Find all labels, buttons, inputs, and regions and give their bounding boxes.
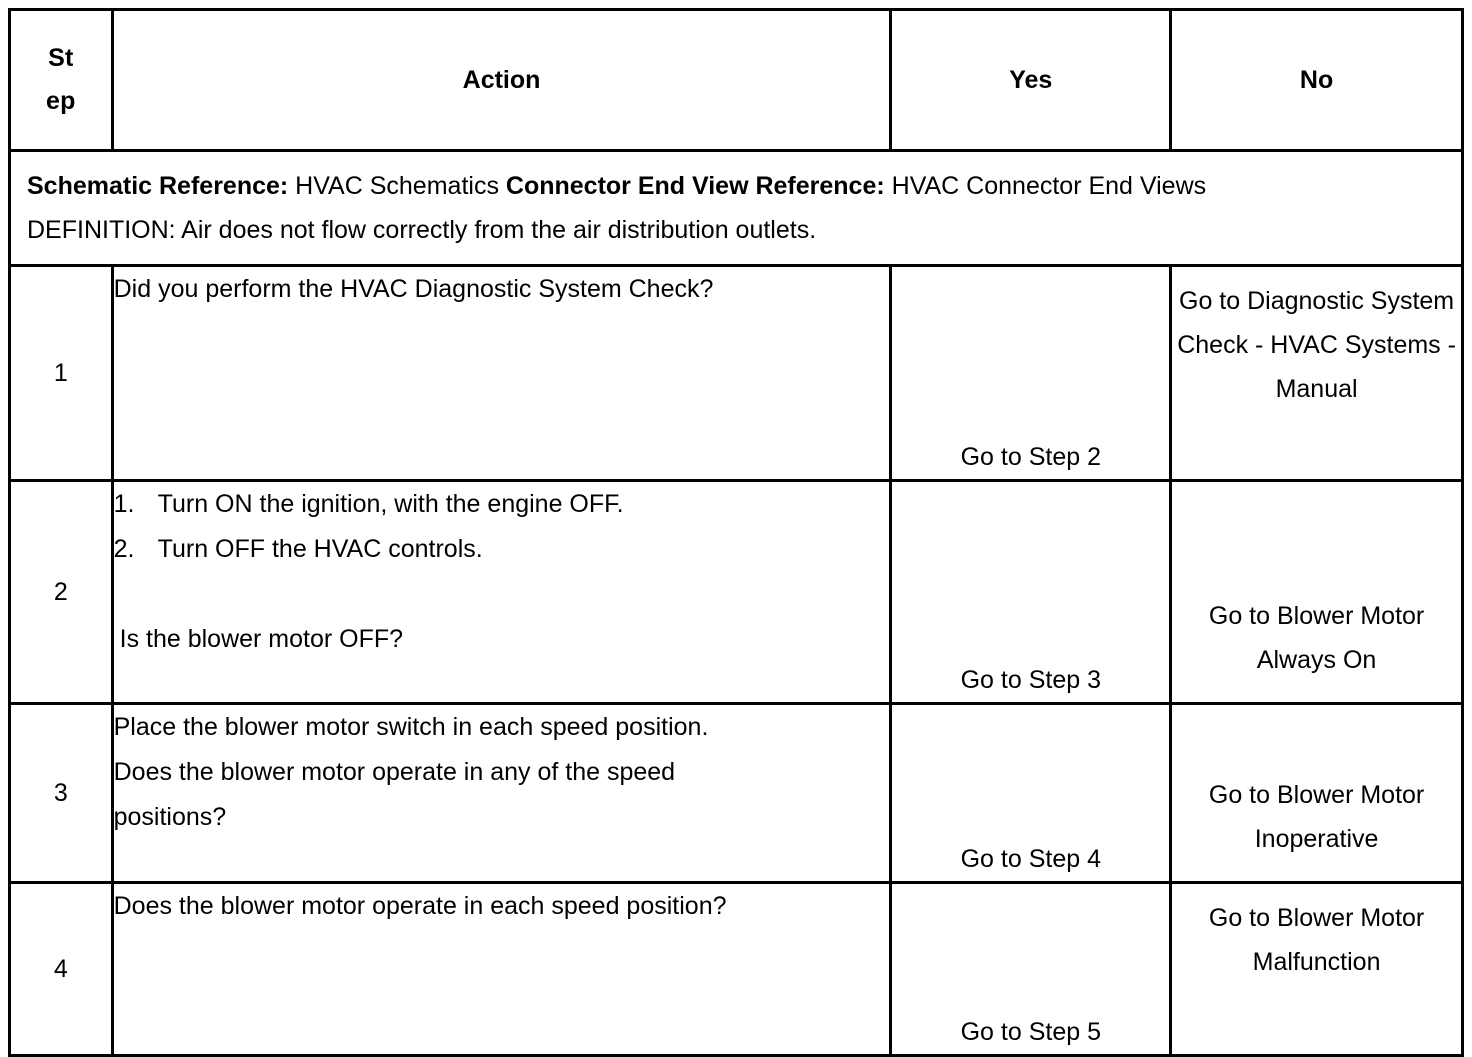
- yes-cell-3: Go to Step 4: [889, 702, 1173, 884]
- definition-line: DEFINITION: Air does not flow correctly …: [27, 216, 817, 244]
- action-blank-line: [114, 572, 890, 617]
- yes-cell-1: Go to Step 2: [889, 264, 1173, 482]
- schematic-reference-label: Schematic Reference:: [27, 172, 289, 200]
- column-header-step-line2: ep: [46, 87, 76, 115]
- yes-cell-2: Go to Step 3: [889, 479, 1173, 705]
- connector-end-view-reference-label: Connector End View Reference:: [505, 172, 885, 200]
- reference-definition-row: Schematic Reference: HVAC Schematics Con…: [8, 149, 1464, 267]
- table-row: 1 Did you perform the HVAC Diagnostic Sy…: [8, 264, 1464, 482]
- action-cell-3: Place the blower motor switch in each sp…: [110, 702, 893, 884]
- connector-end-view-reference-value: HVAC Connector End Views: [884, 172, 1207, 200]
- table-row: 2 1. Turn ON the ignition, with the engin…: [8, 479, 1464, 705]
- action-line: Does the blower motor operate in any of …: [113, 758, 676, 786]
- step-number-2: 2: [8, 479, 114, 705]
- column-header-action: Action: [110, 8, 893, 152]
- column-header-step-line1: St: [48, 44, 74, 72]
- column-header-step: St ep: [8, 8, 114, 152]
- action-cell-1: Did you perform the HVAC Diagnostic Syst…: [110, 264, 893, 482]
- action-list-text: Turn ON the ignition, with the engine OF…: [157, 490, 624, 518]
- table-header-row: St ep Action Yes No: [8, 8, 1464, 152]
- action-cell-4: Does the blower motor operate in each sp…: [110, 881, 893, 1057]
- document-page: St ep Action Yes No Schematic Reference:…: [8, 8, 1464, 1057]
- action-list-text: Turn OFF the HVAC controls.: [157, 535, 483, 563]
- step-number-4: 4: [8, 881, 114, 1057]
- table-row: 4 Does the blower motor operate in each …: [8, 881, 1464, 1057]
- no-cell-3: Go to Blower Motor Inoperative: [1169, 702, 1464, 884]
- action-list-ordinal: 2.: [113, 535, 135, 563]
- column-header-yes-label: Yes: [1009, 65, 1053, 94]
- action-line: Does the blower motor operate in each sp…: [113, 892, 727, 920]
- column-header-action-label: Action: [462, 65, 541, 94]
- step-number-3: 3: [8, 702, 114, 884]
- column-header-no-label: No: [1299, 65, 1334, 94]
- column-header-yes: Yes: [889, 8, 1173, 152]
- action-cell-2: 1. Turn ON the ignition, with the engine …: [110, 479, 893, 705]
- table-row: 3 Place the blower motor switch in each …: [8, 702, 1464, 884]
- reference-definition-cell: Schematic Reference: HVAC Schematics Con…: [8, 149, 1464, 267]
- action-line: Place the blower motor switch in each sp…: [113, 713, 709, 741]
- diagnostic-procedure-table: St ep Action Yes No Schematic Reference:…: [8, 8, 1464, 1057]
- action-list-item: 1. Turn ON the ignition, with the engine …: [114, 482, 890, 527]
- action-question-2: Is the blower motor OFF?: [119, 625, 404, 653]
- column-header-no: No: [1169, 8, 1464, 152]
- schematic-reference-line: Schematic Reference: HVAC Schematics Con…: [27, 164, 1461, 208]
- action-list-item: 2. Turn OFF the HVAC controls.: [114, 527, 890, 572]
- action-line: Did you perform the HVAC Diagnostic Syst…: [113, 275, 714, 303]
- action-list-ordinal: 1.: [113, 490, 135, 518]
- no-cell-1: Go to Diagnostic System Check - HVAC Sys…: [1169, 264, 1464, 482]
- yes-cell-4: Go to Step 5: [889, 881, 1173, 1057]
- action-numbered-list-2: 1. Turn ON the ignition, with the engine …: [114, 482, 890, 572]
- step-number-1: 1: [8, 264, 114, 482]
- no-cell-4: Go to Blower Motor Malfunction: [1169, 881, 1464, 1057]
- schematic-reference-value: HVAC Schematics: [288, 172, 506, 200]
- no-cell-2: Go to Blower Motor Always On: [1169, 479, 1464, 705]
- action-line: positions?: [113, 803, 227, 831]
